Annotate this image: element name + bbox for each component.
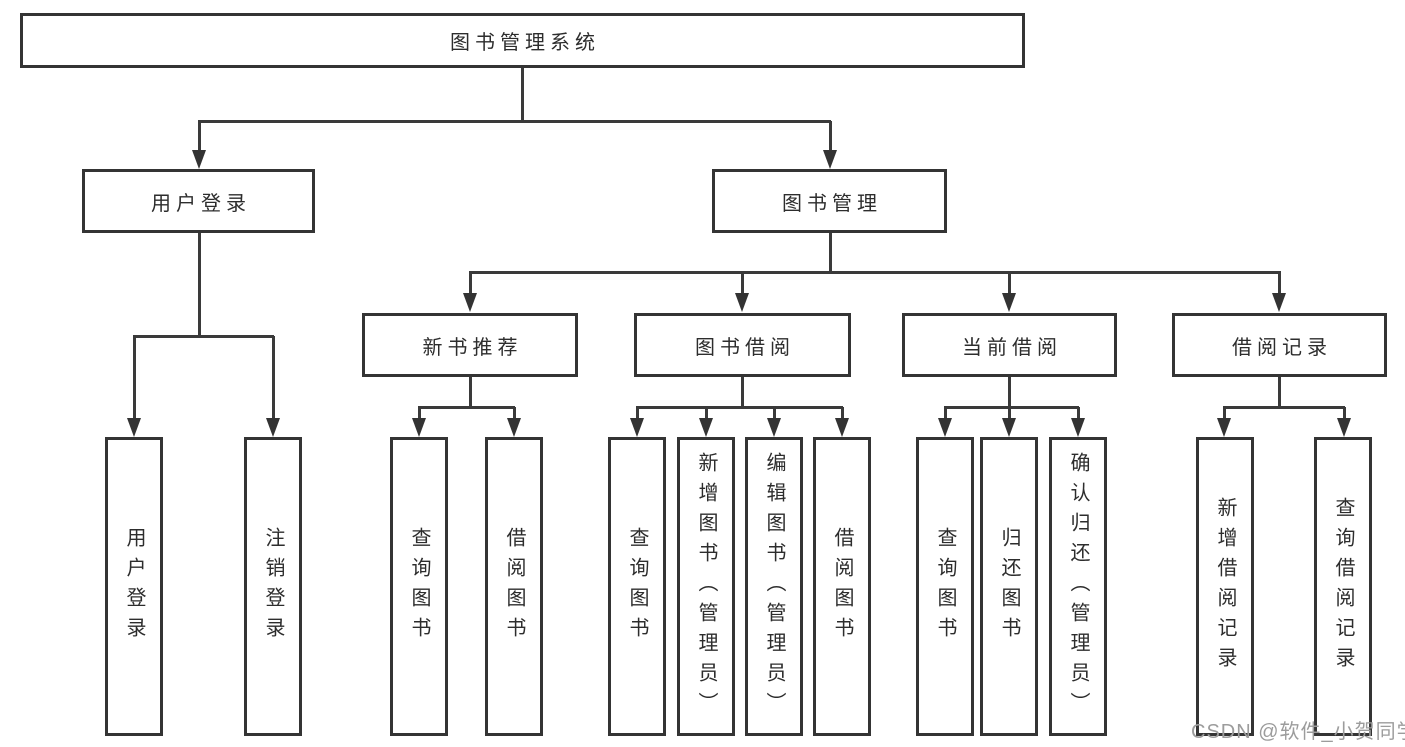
node-label: 新书推荐 xyxy=(422,336,523,359)
node-label: 图书管理系统 xyxy=(450,32,600,54)
connector-vline xyxy=(198,121,201,160)
watermark: CSDN @软件_小贺同学 xyxy=(1191,721,1405,743)
node-new-book-recommend: 新书推荐 xyxy=(362,313,578,377)
arrowhead-down-icon xyxy=(192,150,206,169)
arrowhead-down-icon xyxy=(463,293,477,312)
connector-vline xyxy=(1008,377,1011,407)
connector-hline xyxy=(944,406,1079,409)
arrowhead-down-icon xyxy=(735,293,749,312)
leaf-label: 确认归还（管理员） xyxy=(1067,451,1089,722)
connector-vline xyxy=(841,407,844,428)
arrowhead-down-icon xyxy=(823,150,837,169)
arrowhead-down-icon xyxy=(1071,418,1085,437)
leaf-label: 注销登录 xyxy=(262,526,284,647)
connector-vline xyxy=(741,272,744,303)
leaf-label: 查询借阅记录 xyxy=(1332,496,1354,677)
leaf-current-return-book: 归还图书 xyxy=(980,437,1038,736)
leaf-current-confirm-return-admin: 确认归还（管理员） xyxy=(1049,437,1107,736)
connector-hline xyxy=(636,406,843,409)
arrowhead-down-icon xyxy=(938,418,952,437)
arrowhead-down-icon xyxy=(127,418,141,437)
leaf-label: 新增图书（管理员） xyxy=(695,451,717,722)
arrowhead-down-icon xyxy=(630,418,644,437)
connector-vline xyxy=(1008,407,1011,428)
connector-vline xyxy=(1278,272,1281,303)
leaf-label: 归还图书 xyxy=(998,526,1020,647)
connector-hline xyxy=(1223,406,1345,409)
connector-vline xyxy=(198,233,201,336)
arrowhead-down-icon xyxy=(1337,418,1351,437)
leaf-recommend-borrow-book: 借阅图书 xyxy=(485,437,543,736)
connector-vline xyxy=(469,272,472,303)
leaf-record-query-record: 查询借阅记录 xyxy=(1314,437,1372,736)
connector-vline xyxy=(513,407,516,428)
connector-hline xyxy=(198,120,831,123)
connector-vline xyxy=(741,377,744,407)
connector-hline xyxy=(133,335,274,338)
arrowhead-down-icon xyxy=(767,418,781,437)
node-book-management: 图书管理 xyxy=(712,169,947,233)
connector-vline xyxy=(1223,407,1226,428)
node-book-borrow: 图书借阅 xyxy=(634,313,851,377)
connector-vline xyxy=(133,336,136,428)
arrowhead-down-icon xyxy=(1217,418,1231,437)
leaf-borrow-query-book: 查询图书 xyxy=(608,437,666,736)
connector-vline xyxy=(636,407,639,428)
connector-vline xyxy=(1077,407,1080,428)
node-user-login: 用户登录 xyxy=(82,169,315,233)
connector-vline xyxy=(705,407,708,428)
leaf-label: 查询图书 xyxy=(934,526,956,647)
leaf-borrow-edit-book-admin: 编辑图书（管理员） xyxy=(745,437,803,736)
connector-vline xyxy=(1008,272,1011,303)
connector-vline xyxy=(1278,377,1281,407)
connector-vline xyxy=(944,407,947,428)
connector-vline xyxy=(418,407,421,428)
leaf-record-add-record: 新增借阅记录 xyxy=(1196,437,1254,736)
node-label: 当前借阅 xyxy=(962,336,1062,359)
leaf-label: 借阅图书 xyxy=(503,526,525,647)
connector-vline xyxy=(1343,407,1346,428)
leaf-label: 借阅图书 xyxy=(831,526,853,647)
node-label: 图书借阅 xyxy=(695,336,795,359)
leaf-label: 编辑图书（管理员） xyxy=(763,451,785,722)
arrowhead-down-icon xyxy=(266,418,280,437)
leaf-borrow-borrow-book: 借阅图书 xyxy=(813,437,871,736)
arrowhead-down-icon xyxy=(507,418,521,437)
leaf-label: 用户登录 xyxy=(123,526,145,647)
connector-vline xyxy=(829,233,832,272)
node-borrow-record: 借阅记录 xyxy=(1172,313,1387,377)
node-current-borrow: 当前借阅 xyxy=(902,313,1117,377)
leaf-label: 查询图书 xyxy=(626,526,648,647)
connector-vline xyxy=(829,121,832,160)
connector-hline xyxy=(418,406,515,409)
connector-vline xyxy=(469,377,472,407)
node-label: 图书管理 xyxy=(782,192,882,215)
leaf-recommend-query-book: 查询图书 xyxy=(390,437,448,736)
connector-vline xyxy=(773,407,776,428)
arrowhead-down-icon xyxy=(699,418,713,437)
arrowhead-down-icon xyxy=(412,418,426,437)
leaf-borrow-add-book-admin: 新增图书（管理员） xyxy=(677,437,735,736)
arrowhead-down-icon xyxy=(1002,418,1016,437)
connector-hline xyxy=(469,271,1281,274)
leaf-logout: 注销登录 xyxy=(244,437,302,736)
arrowhead-down-icon xyxy=(1002,293,1016,312)
connector-vline xyxy=(521,68,524,121)
node-library-system: 图书管理系统 xyxy=(20,13,1025,68)
leaf-current-query-book: 查询图书 xyxy=(916,437,974,736)
node-label: 用户登录 xyxy=(151,192,251,215)
leaf-label: 新增借阅记录 xyxy=(1214,496,1236,677)
leaf-label: 查询图书 xyxy=(408,526,430,647)
arrowhead-down-icon xyxy=(835,418,849,437)
arrowhead-down-icon xyxy=(1272,293,1286,312)
connector-vline xyxy=(272,336,275,428)
leaf-user-login: 用户登录 xyxy=(105,437,163,736)
node-label: 借阅记录 xyxy=(1232,336,1332,359)
